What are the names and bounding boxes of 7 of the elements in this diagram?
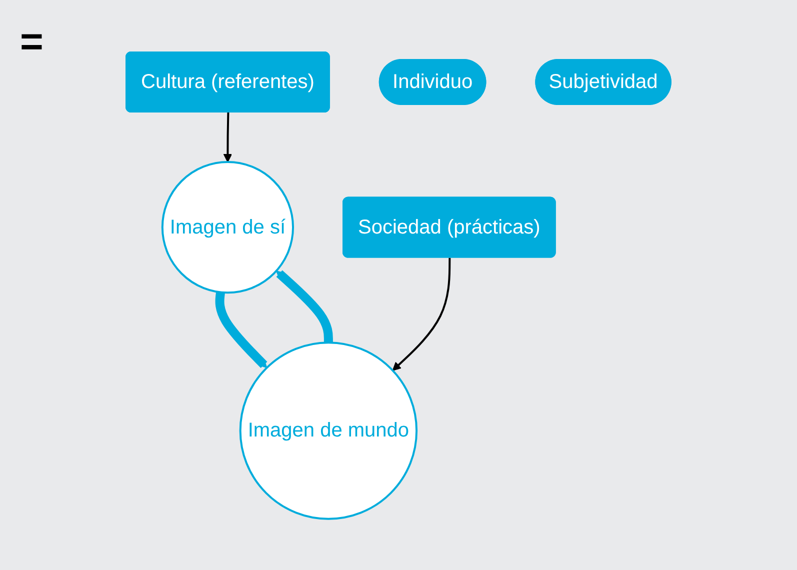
equals-sign: = bbox=[20, 20, 44, 65]
arrow bbox=[392, 257, 451, 370]
arrow bbox=[276, 270, 333, 343]
node-circle: Imagen de sí bbox=[161, 160, 294, 294]
arrow bbox=[215, 291, 268, 368]
arrow bbox=[223, 112, 232, 162]
node-circle: Imagen de mundo bbox=[239, 341, 418, 520]
